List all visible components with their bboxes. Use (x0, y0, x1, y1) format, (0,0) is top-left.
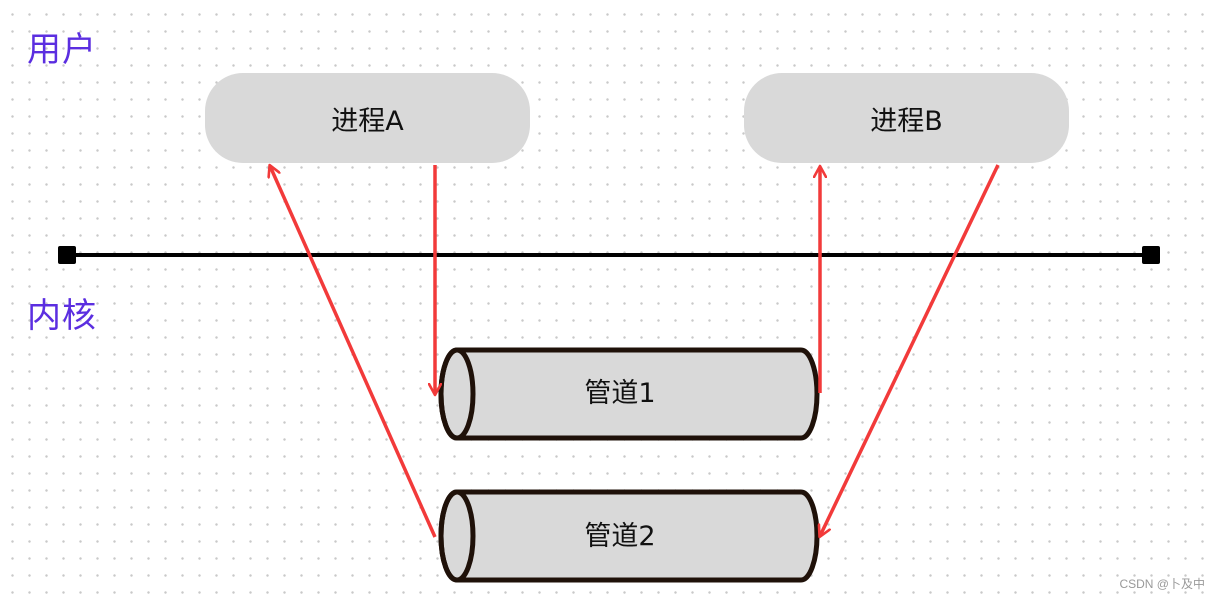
process-b-label: 进程B (870, 105, 943, 137)
pipe-2-cylinder (438, 489, 820, 583)
user-kernel-divider (58, 246, 1160, 264)
user-space-label: 用户 (27, 30, 97, 70)
watermark: CSDN @卜及中 (1119, 577, 1205, 591)
arrow-pipe-2-to-process-a (270, 166, 437, 538)
kernel-space-label: 内核 (27, 296, 97, 336)
arrow-process-b-to-pipe-2 (820, 164, 1000, 536)
process-a-box: 进程A (205, 73, 530, 163)
process-b-box: 进程B (744, 73, 1069, 163)
process-a-label: 进程A (331, 105, 404, 137)
divider-right-handle (1142, 246, 1160, 264)
pipe-2-label: 管道2 (584, 521, 656, 552)
pipe-1-label: 管道1 (584, 378, 656, 409)
divider-left-handle (58, 246, 76, 264)
